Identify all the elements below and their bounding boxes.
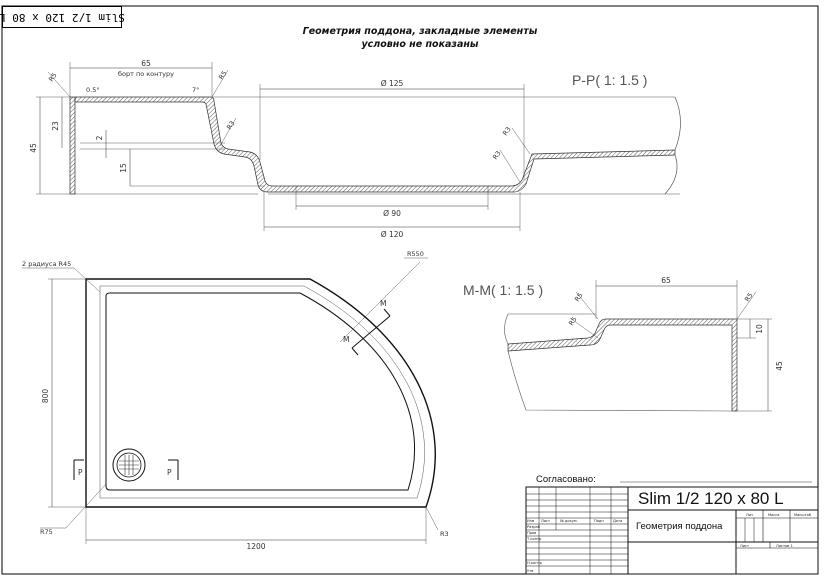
corner-radius-note: 2 радиуса R45 [22, 260, 71, 268]
section-m-marker-right: M [380, 299, 386, 308]
dim-height-800: 800 [41, 389, 50, 404]
dim-width-1200: 1200 [246, 542, 265, 551]
col-list: Лист [541, 519, 550, 523]
col-izm: Изм [527, 519, 535, 523]
tray-bowl [105, 292, 415, 491]
drawing-name: Геометрия поддона [636, 521, 723, 532]
tray-outline [85, 278, 436, 508]
dim-mm-rim: 65 [661, 276, 671, 285]
section-mm: M-M( 1: 1.5 ) 65 R5 R5 R5 10 45 [463, 276, 784, 412]
rotated-stamp: Slim 1/2 120 x 80 L [0, 6, 125, 28]
rotated-stamp-text: Slim 1/2 120 x 80 L [0, 10, 125, 24]
sheets-label: Листов 1 [776, 544, 793, 548]
dim-angle-left: 0.5° [86, 86, 100, 94]
section-p-marker-right: P [167, 468, 172, 477]
section-pp-label: P-P( 1: 1.5 ) [572, 72, 647, 88]
dim-height-total: 45 [29, 143, 38, 153]
title-block: Изм Лист № докум. Подп Дата Разраб Пров … [525, 486, 819, 575]
sheet-border [1, 5, 819, 575]
section-p-marker-left: P [78, 468, 83, 477]
row-tkontr: Т.контр [526, 537, 542, 541]
row-utv: Утв [527, 569, 533, 573]
section-m-marker-left: M [343, 335, 349, 344]
dim-d125: Ø 125 [381, 79, 404, 88]
dim-rim-width: 65 [141, 59, 151, 68]
dim-mm-r-right: R5 [743, 291, 755, 303]
dim-mm-h45: 45 [775, 361, 784, 371]
dim-r-right-top: R3 [501, 125, 513, 137]
scale-label: Масштаб [794, 513, 812, 517]
dim-r-inner: R3 [225, 119, 237, 131]
row-nkontr: Н.контр [527, 561, 543, 565]
dim-step: 2 [95, 135, 104, 140]
sheet-label: Лист [740, 544, 749, 548]
dim-d90: Ø 90 [383, 209, 401, 218]
col-doc: № докум. [560, 519, 578, 523]
dim-mm-h10: 10 [755, 324, 764, 334]
dim-d120: Ø 120 [381, 230, 404, 239]
dim-height-rim: 23 [51, 121, 60, 131]
dim-depth: 15 [119, 163, 128, 173]
dim-rim-note: борт по контуру [118, 70, 174, 78]
title-line-1: Геометрия поддона, закладные элементы [303, 26, 538, 37]
dim-r75: R75 [40, 528, 53, 536]
row-razrab: Разраб [527, 525, 541, 529]
dim-mm-r-inner: R5 [567, 315, 579, 327]
approval-label: Согласовано: [536, 474, 596, 485]
mass-label: Масса [768, 513, 779, 517]
section-mm-label: M-M( 1: 1.5 ) [463, 282, 543, 298]
dim-r-right-bottom: R3 [491, 149, 503, 161]
title-line-2: условно не показаны [361, 39, 478, 50]
lit-label: Лит. [746, 513, 754, 517]
dim-r3: R3 [440, 530, 449, 538]
dim-r-top: R5 [217, 69, 229, 81]
row-prov: Пров [527, 531, 536, 535]
drain-outer [112, 448, 146, 482]
col-date: Дата [613, 519, 622, 523]
dim-mm-r-left: R5 [573, 291, 585, 303]
product-name: Slim 1/2 120 x 80 L [638, 489, 784, 508]
section-pp: 65 борт по контуру 0.5° 7° R5 R5 R3 45 2… [29, 59, 681, 239]
dim-r550: R550 [407, 250, 424, 258]
drain-inner [116, 452, 142, 478]
dim-angle-right: 7° [192, 86, 199, 94]
plan-view: P P M M R550 2 радиуса R45 800 1200 R75 … [22, 250, 449, 551]
col-sign: Подп [594, 519, 604, 523]
